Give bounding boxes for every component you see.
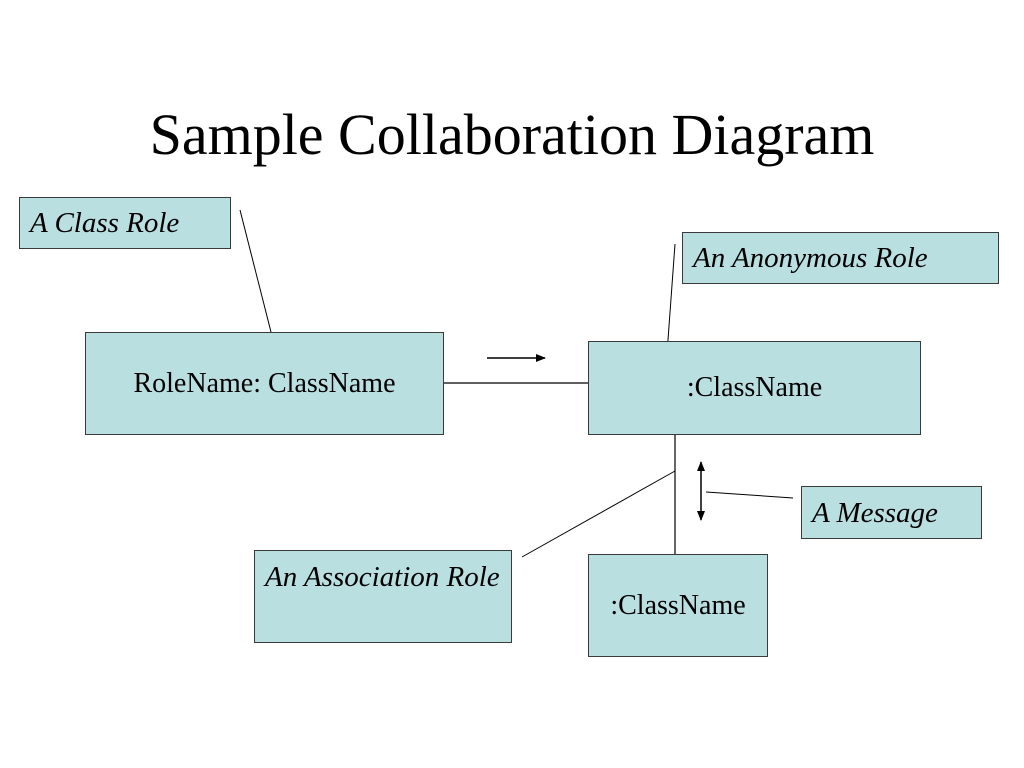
leader-class-role: [239, 209, 272, 333]
named-class-role-label: RoleName: ClassName: [133, 367, 396, 399]
callout-message-text: A Message: [812, 496, 938, 529]
leader-message: [705, 491, 794, 499]
callout-class-role-text: A Class Role: [30, 207, 180, 239]
callout-association-role: An Association Role: [254, 550, 512, 643]
named-class-role-box[interactable]: RoleName: ClassName: [85, 332, 444, 435]
leader-association-role: [521, 470, 676, 558]
callout-association-role-text: An Association Role: [265, 561, 500, 593]
callout-message: A Message: [801, 486, 982, 539]
callout-anonymous-role: An Anonymous Role: [682, 232, 999, 284]
slide-title: Sample Collaboration Diagram: [149, 102, 875, 167]
associated-role-label: :ClassName: [610, 589, 746, 621]
associated-role-box[interactable]: :ClassName: [588, 554, 768, 657]
callout-anonymous-role-text: An Anonymous Role: [693, 242, 928, 274]
anonymous-role-box[interactable]: :ClassName: [588, 341, 921, 435]
anonymous-role-label: :ClassName: [686, 372, 823, 403]
callout-class-role: A Class Role: [19, 197, 231, 249]
